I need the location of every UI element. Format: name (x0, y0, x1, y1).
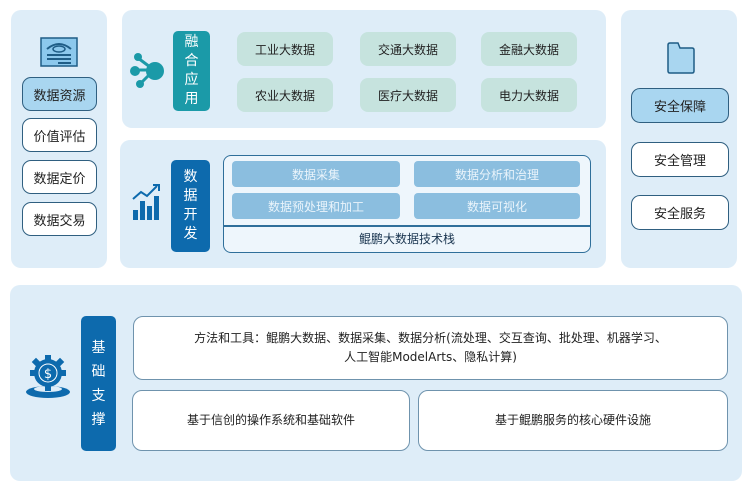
data-trading-button[interactable]: 数据交易 (22, 202, 97, 236)
develop-char: 开 (183, 207, 198, 223)
svg-text:$: $ (44, 367, 52, 382)
bar-chart-icon (132, 184, 160, 220)
gear-dollar-icon: $ (26, 355, 70, 398)
data-resource-icon (40, 37, 78, 67)
develop-char: 据 (183, 188, 198, 204)
security-assurance-button[interactable]: 安全保障 (631, 88, 729, 123)
methods-tools-box: 方法和工具：鲲鹏大数据、数据采集、数据分析(流处理、交互查询、批处理、机器学习、… (133, 316, 728, 380)
foundation-char: 支 (91, 387, 106, 404)
security-service-button[interactable]: 安全服务 (631, 195, 729, 230)
data-analysis-governance-cell[interactable]: 数据分析和治理 (414, 161, 580, 187)
folder-icon (667, 42, 695, 74)
tech-stack-divider (224, 225, 590, 227)
industry-bigdata-chip[interactable]: 工业大数据 (237, 32, 333, 66)
data-preprocessing-cell[interactable]: 数据预处理和加工 (232, 193, 400, 219)
data-resource-button[interactable]: 数据资源 (22, 77, 97, 111)
data-pricing-button[interactable]: 数据定价 (22, 160, 97, 194)
agriculture-bigdata-chip[interactable]: 农业大数据 (237, 78, 333, 112)
foundation-char: 础 (91, 363, 106, 380)
data-visualization-cell[interactable]: 数据可视化 (414, 193, 580, 219)
data-collection-cell[interactable]: 数据采集 (232, 161, 400, 187)
methods-line-1: 方法和工具：鲲鹏大数据、数据采集、数据分析(流处理、交互查询、批处理、机器学习、 (194, 331, 667, 345)
foundation-char: 基 (91, 339, 106, 356)
foundation-support-label: 基础支撑 (81, 316, 116, 451)
hardware-box: 基于鲲鹏服务的核心硬件设施 (418, 390, 728, 451)
tech-stack-label: 鲲鹏大数据技术栈 (358, 232, 455, 246)
fusion-char: 融 (184, 34, 199, 50)
develop-char: 发 (183, 226, 198, 242)
power-bigdata-chip[interactable]: 电力大数据 (481, 78, 577, 112)
foundation-support-panel (10, 285, 742, 481)
foundation-char: 撑 (91, 411, 106, 428)
develop-char: 数 (183, 169, 198, 185)
fusion-application-label: 融合应用 (173, 31, 210, 111)
fusion-char: 应 (184, 72, 199, 88)
data-development-label: 数据开发 (171, 160, 210, 252)
finance-bigdata-chip[interactable]: 金融大数据 (481, 32, 577, 66)
network-icon (130, 53, 164, 88)
transport-bigdata-chip[interactable]: 交通大数据 (360, 32, 456, 66)
os-software-box: 基于信创的操作系统和基础软件 (132, 390, 410, 451)
fusion-char: 合 (184, 53, 199, 69)
fusion-char: 用 (184, 91, 199, 107)
value-assessment-button[interactable]: 价值评估 (22, 118, 97, 152)
medical-bigdata-chip[interactable]: 医疗大数据 (360, 78, 456, 112)
security-management-button[interactable]: 安全管理 (631, 142, 729, 177)
methods-line-2: 人工智能ModelArts、隐私计算) (344, 350, 517, 364)
